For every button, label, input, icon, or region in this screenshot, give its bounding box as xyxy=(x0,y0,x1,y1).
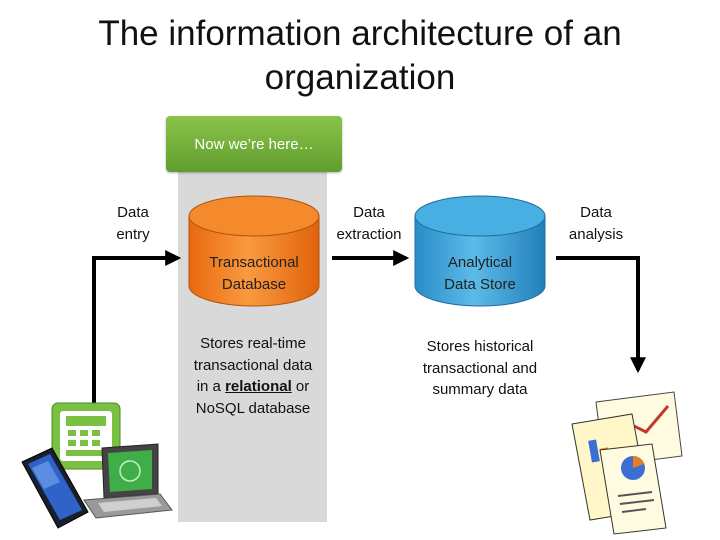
data-entry-label-line2: entry xyxy=(116,226,150,243)
analytical-description-line2: transactional and xyxy=(422,359,538,377)
analytical-description-line1: Stores historical xyxy=(426,338,534,355)
transactional-description-line3-post: or xyxy=(291,378,310,395)
data-analysis-arrow xyxy=(556,256,646,374)
page-title: The information architecture of an organ… xyxy=(98,14,622,97)
transactional-database-label-line1: Transactional xyxy=(209,254,299,271)
transactional-description-line3: in a relational or xyxy=(170,376,336,398)
analytical-data-store-label: Analytical Data Store xyxy=(415,252,545,296)
transactional-description: Stores real-time transactional data in a… xyxy=(170,333,336,419)
data-analysis-label-line2: analysis xyxy=(568,226,624,243)
transactional-description-line4: NoSQL database xyxy=(195,399,311,417)
now-here-callout: Now we’re here… xyxy=(166,116,342,172)
reports-charts-icon xyxy=(571,391,683,535)
transactional-database-label: Transactional Database xyxy=(189,252,319,296)
relational-emphasis: relational xyxy=(225,378,292,395)
data-entry-arrow xyxy=(92,250,182,432)
data-extraction-label-line2: extraction xyxy=(336,226,402,243)
analytical-description-line3: summary data xyxy=(432,381,528,398)
data-analysis-label: Data analysis xyxy=(556,202,636,246)
transactional-description-line3-pre: in a xyxy=(196,378,226,395)
transactional-description-line2: transactional data xyxy=(193,356,313,374)
analytical-data-store-label-line1: Analytical xyxy=(447,254,513,271)
data-extraction-label-line1: Data xyxy=(353,204,385,221)
data-extraction-label: Data extraction xyxy=(322,202,416,246)
analytical-data-store-label-line2: Data Store xyxy=(444,276,516,293)
transactional-database-label-line2: Database xyxy=(221,276,287,293)
analytical-data-store-cylinder xyxy=(414,195,546,307)
data-entry-label-line1: Data xyxy=(117,204,149,221)
transactional-database-cylinder xyxy=(188,195,320,307)
smartphone-icon xyxy=(21,447,89,529)
transactional-description-line1: Stores real-time xyxy=(200,335,306,352)
data-analysis-label-line1: Data xyxy=(580,204,612,221)
laptop-icon xyxy=(83,443,173,519)
data-entry-label: Data entry xyxy=(96,202,170,246)
analytical-description: Stores historical transactional and summ… xyxy=(402,336,558,401)
